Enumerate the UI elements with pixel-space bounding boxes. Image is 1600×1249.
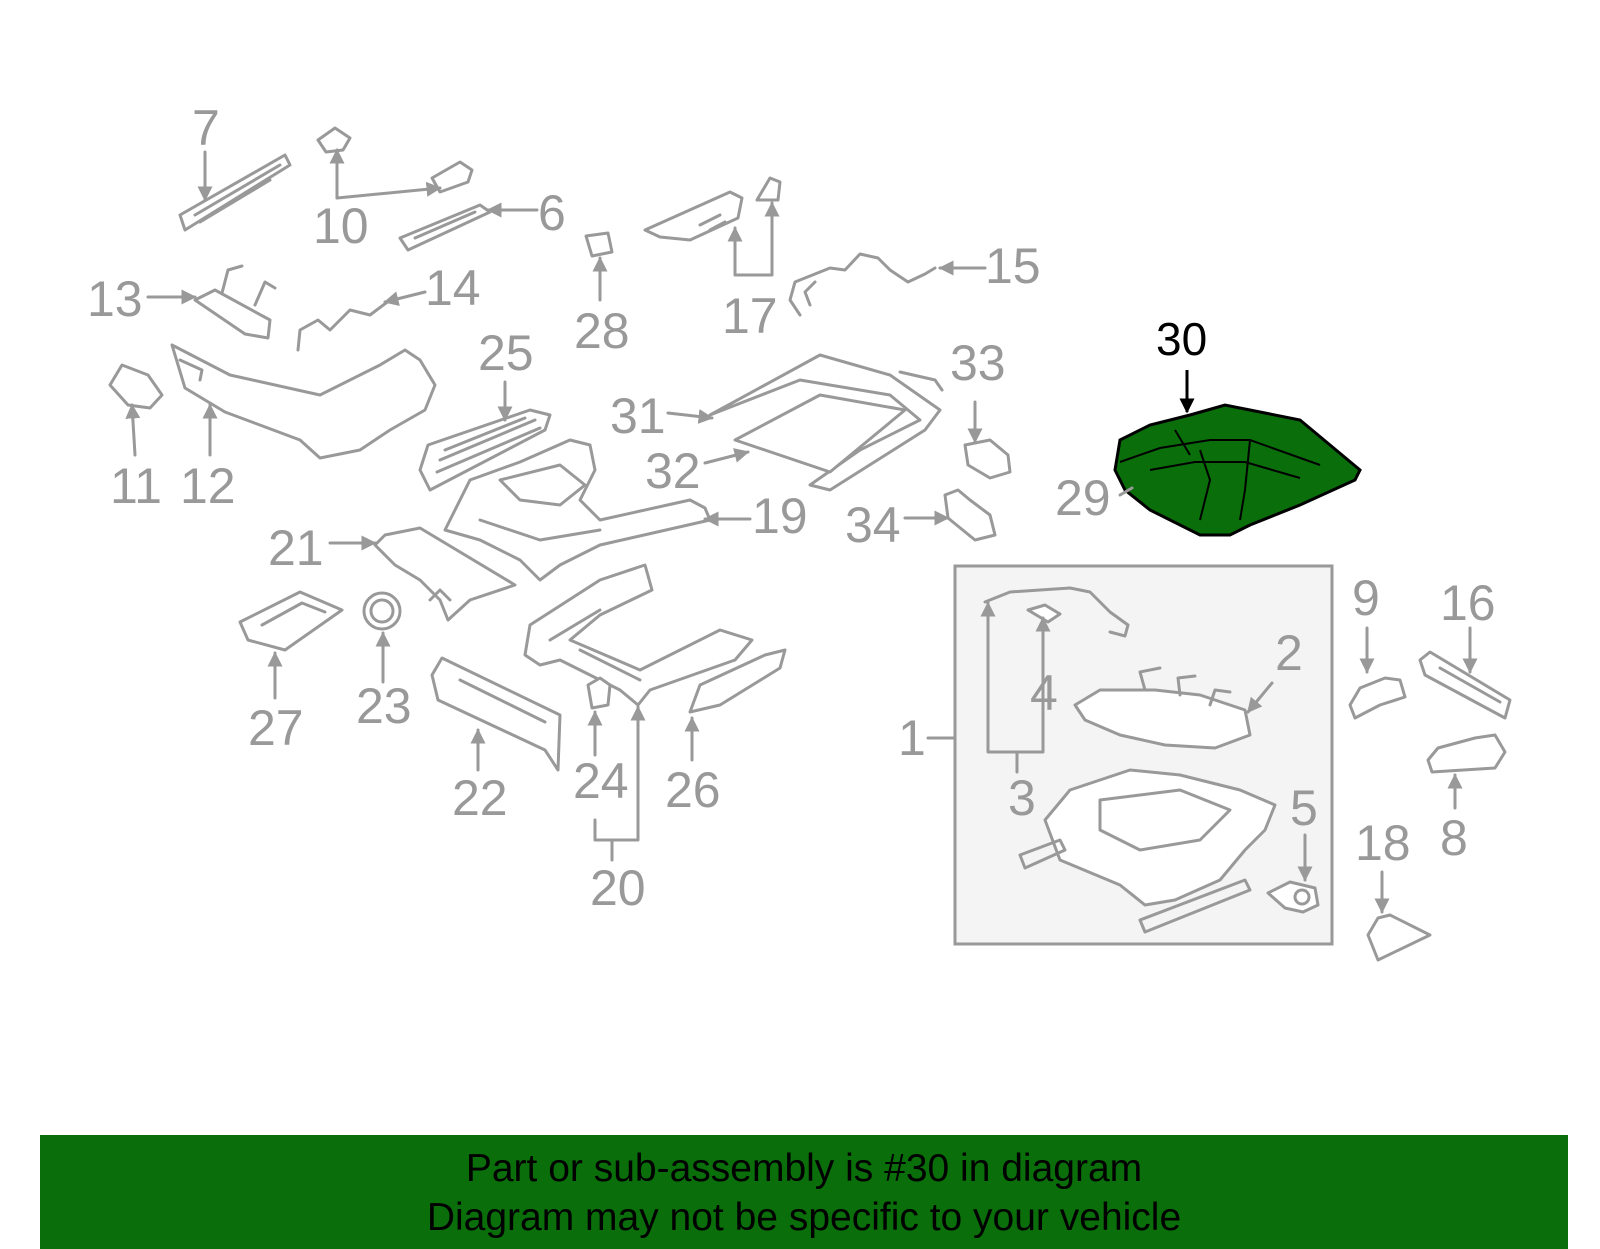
part-13-shape — [193, 264, 277, 340]
part-11-shape — [108, 363, 164, 410]
callout-6: 6 — [538, 185, 566, 241]
callout-24: 24 — [573, 753, 629, 809]
callout-4: 4 — [1030, 665, 1058, 721]
part-30-highlight — [1113, 403, 1362, 537]
callout-23: 23 — [356, 678, 412, 734]
part-17-shape — [643, 176, 782, 242]
part-7-shape — [178, 153, 292, 232]
callout-26: 26 — [665, 762, 721, 818]
part-26-shape — [688, 648, 787, 714]
info-banner: Part or sub-assembly is #30 in diagram D… — [40, 1135, 1568, 1249]
callout-10: 10 — [313, 198, 369, 254]
part-34-shape — [943, 488, 997, 542]
callout-3: 3 — [1008, 770, 1036, 826]
callout-15: 15 — [985, 238, 1041, 294]
callout-18: 18 — [1355, 815, 1411, 871]
callout-33: 33 — [950, 335, 1006, 391]
callout-12: 12 — [180, 458, 236, 514]
part-27-shape — [238, 590, 344, 652]
callout-8: 8 — [1440, 810, 1468, 866]
part-25-shape — [418, 408, 552, 492]
part-33-shape — [963, 438, 1012, 480]
part-22-shape — [430, 656, 562, 772]
part-20-shape — [523, 563, 754, 707]
part-31-shape — [708, 353, 944, 492]
callout-29: 29 — [1055, 470, 1111, 526]
callout-5: 5 — [1290, 780, 1318, 836]
part-8-shape — [1426, 733, 1507, 774]
callout-32: 32 — [645, 443, 701, 499]
callout-27: 27 — [248, 700, 304, 756]
callout-30: 30 — [1156, 313, 1207, 365]
callout-1: 1 — [898, 710, 926, 766]
part-12-shape — [170, 343, 437, 460]
part-24-shape — [586, 676, 612, 710]
callout-22: 22 — [452, 770, 508, 826]
part-18-shape — [1366, 913, 1432, 962]
callout-28: 28 — [574, 303, 630, 359]
callout-13: 13 — [87, 271, 143, 327]
part-2-shape — [1073, 666, 1252, 750]
callout-17: 17 — [722, 288, 778, 344]
callout-19: 19 — [752, 488, 808, 544]
part-32-shape — [733, 393, 907, 474]
part-21-shape — [373, 526, 517, 622]
part-15-shape — [788, 252, 937, 317]
part-9-shape — [1348, 676, 1407, 720]
callout-7: 7 — [192, 100, 220, 156]
callout-21: 21 — [268, 520, 324, 576]
part-3-shape — [1018, 768, 1277, 934]
part-23-shape — [362, 591, 402, 631]
callout-20: 20 — [590, 860, 646, 916]
part-5-shape — [1266, 880, 1320, 914]
part-10-shape — [316, 126, 474, 194]
callout-2: 2 — [1275, 625, 1303, 681]
callout-labels: 7 10 6 13 14 11 12 28 17 15 25 33 31 32 … — [87, 100, 1496, 916]
part-6-shape — [398, 203, 492, 252]
callout-31: 31 — [610, 388, 666, 444]
part-16-shape — [1418, 650, 1512, 720]
banner-line-part: Part or sub-assembly is #30 in diagram — [465, 1147, 1143, 1190]
callout-16: 16 — [1440, 575, 1496, 631]
banner-line-disclaimer: Diagram may not be specific to your vehi… — [426, 1196, 1182, 1239]
part-19-shape — [443, 438, 712, 582]
leader-lines — [125, 148, 1478, 914]
part-28-shape — [584, 231, 614, 258]
callout-14: 14 — [425, 260, 481, 316]
callout-34: 34 — [845, 497, 901, 553]
callout-11: 11 — [110, 458, 162, 514]
callout-9: 9 — [1352, 570, 1380, 626]
callout-25: 25 — [478, 325, 534, 381]
part-14-shape — [296, 298, 392, 352]
